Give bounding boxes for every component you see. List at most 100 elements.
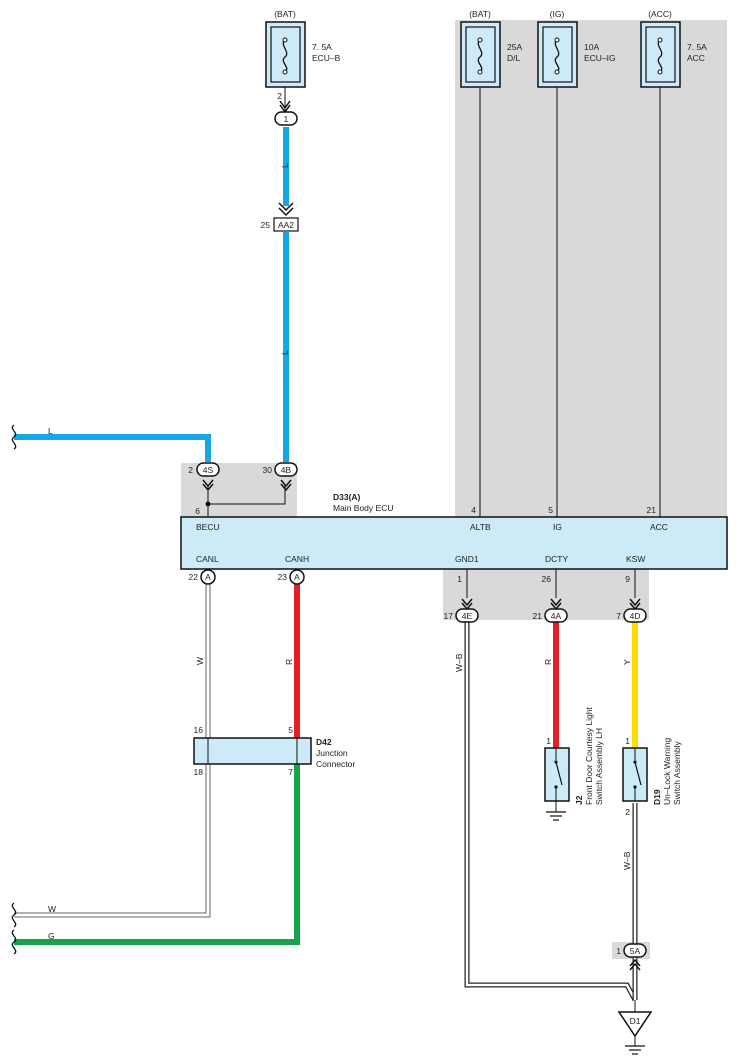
svg-text:D19: D19 [652, 789, 662, 805]
fuse-source-label: (ACC) [648, 9, 672, 19]
junction-connector-d42: 16 5 18 7 D42 Junction Connector [193, 725, 355, 777]
wire-splice [207, 485, 286, 505]
svg-text:1: 1 [616, 946, 621, 956]
ecu-pin-label: IG [553, 522, 562, 532]
svg-text:A: A [294, 572, 300, 582]
ecu-name: Main Body ECU [333, 503, 393, 513]
svg-text:1: 1 [625, 736, 630, 746]
pin-label: 5 [548, 505, 553, 515]
fuse-name: ACC [687, 53, 705, 63]
svg-text:Connector: Connector [316, 759, 355, 769]
svg-text:2: 2 [625, 807, 630, 817]
connector-5a: 5A 1 [616, 943, 647, 971]
wire-label-y: Y [622, 659, 632, 665]
svg-text:4S: 4S [203, 465, 214, 475]
wire-wb-gnd [464, 622, 638, 1002]
wire-label-g: G [48, 931, 55, 941]
fuse-rating: 7. 5A [687, 42, 707, 52]
ecu-pin-label: KSW [626, 554, 645, 564]
wire-label-l: L [280, 350, 290, 355]
fuse-source-label: (BAT) [469, 9, 491, 19]
ecu-pin-label: ALTB [470, 522, 491, 532]
connector-1: 1 2 [274, 91, 298, 126]
svg-text:D1: D1 [630, 1016, 641, 1026]
wire-label-l: L [280, 163, 290, 168]
main-body-ecu: D33(A) Main Body ECU BECU ALTB IG ACC 4 … [180, 492, 728, 570]
wire-label-r: R [284, 659, 294, 665]
connector-4a: 26 4A 21 [533, 574, 568, 623]
pin-label: 4 [471, 505, 476, 515]
svg-text:J2: J2 [574, 795, 584, 805]
svg-text:Un–Lock Warning: Un–Lock Warning [662, 737, 672, 805]
wire-label-l: L [48, 426, 53, 436]
svg-text:7: 7 [616, 611, 621, 621]
wire-label-wb: W–B [622, 851, 632, 870]
ecu-pin-label: CANH [285, 554, 309, 564]
wire-label-w: W [195, 657, 205, 665]
ecu-pin-label: CANL [196, 554, 219, 564]
wire-break-icon [11, 929, 17, 955]
svg-text:5: 5 [288, 725, 293, 735]
svg-text:25: 25 [261, 220, 271, 230]
svg-text:Junction: Junction [316, 748, 348, 758]
fuse-ecu-ig: (IG) 10A ECU–IG [537, 9, 616, 88]
svg-text:18: 18 [194, 767, 204, 777]
wire-label-w: W [48, 904, 56, 914]
connector-4b: 4B 30 [263, 462, 298, 492]
fuse-ecu-b: (BAT) 7. 5A ECU–B [265, 9, 341, 88]
svg-text:7: 7 [288, 767, 293, 777]
svg-text:Front Door Courtesy Light: Front Door Courtesy Light [584, 707, 594, 805]
wire-g [14, 764, 300, 945]
svg-text:23: 23 [278, 572, 288, 582]
wire-w-canl [14, 584, 211, 918]
svg-text:4D: 4D [630, 611, 641, 621]
splice-dot [205, 501, 211, 507]
svg-text:Switch Assembly: Switch Assembly [672, 740, 682, 805]
svg-text:4B: 4B [281, 465, 292, 475]
fuse-source-label: (IG) [550, 9, 565, 19]
svg-text:1: 1 [457, 574, 462, 584]
fuse-rating: 10A [584, 42, 599, 52]
switch-d19: 1 2 D19 Un–Lock Warning Switch Assembly [622, 736, 682, 817]
ecu-pin-label: DCTY [545, 554, 568, 564]
wire-label-r: R [543, 659, 553, 665]
svg-text:1: 1 [546, 736, 551, 746]
fuse-rating: 7. 5A [312, 42, 332, 52]
svg-text:2: 2 [277, 91, 282, 101]
wire-l-left [14, 434, 211, 462]
svg-text:4A: 4A [551, 611, 562, 621]
pin-label: 21 [647, 505, 657, 515]
ecu-id: D33(A) [333, 492, 361, 502]
connector-4d: 9 4D 7 [616, 574, 647, 623]
svg-text:21: 21 [533, 611, 543, 621]
ecu-pin-label: ACC [650, 522, 668, 532]
connector-a-canl: A 22 [189, 569, 216, 585]
fuse-name: ECU–B [312, 53, 341, 63]
pin-label: 6 [195, 506, 200, 516]
svg-text:Switch Assembly LH: Switch Assembly LH [594, 728, 604, 805]
svg-text:A: A [205, 572, 211, 582]
wire-break-icon [11, 424, 17, 450]
ecu-pin-label: BECU [196, 522, 220, 532]
svg-text:30: 30 [263, 465, 273, 475]
fuse-rating: 25A [507, 42, 522, 52]
svg-text:17: 17 [444, 611, 454, 621]
connector-aa2: AA2 25 [261, 202, 299, 232]
svg-text:16: 16 [194, 725, 204, 735]
svg-text:1: 1 [284, 114, 289, 124]
svg-text:AA2: AA2 [278, 220, 294, 230]
ground-d1: D1 [617, 1000, 653, 1055]
fuse-name: ECU–IG [584, 53, 616, 63]
wire-break-icon [11, 902, 17, 928]
svg-text:4E: 4E [462, 611, 473, 621]
svg-text:D42: D42 [316, 737, 332, 747]
svg-text:9: 9 [625, 574, 630, 584]
fuse-shade-area [455, 20, 727, 517]
wire-label-wb: W–B [454, 653, 464, 672]
svg-text:26: 26 [542, 574, 552, 584]
svg-text:2: 2 [188, 465, 193, 475]
fuse-source-label: (BAT) [274, 9, 296, 19]
ecu-pin-label: GND1 [455, 554, 479, 564]
connector-4e: 1 4E 17 [444, 574, 479, 623]
